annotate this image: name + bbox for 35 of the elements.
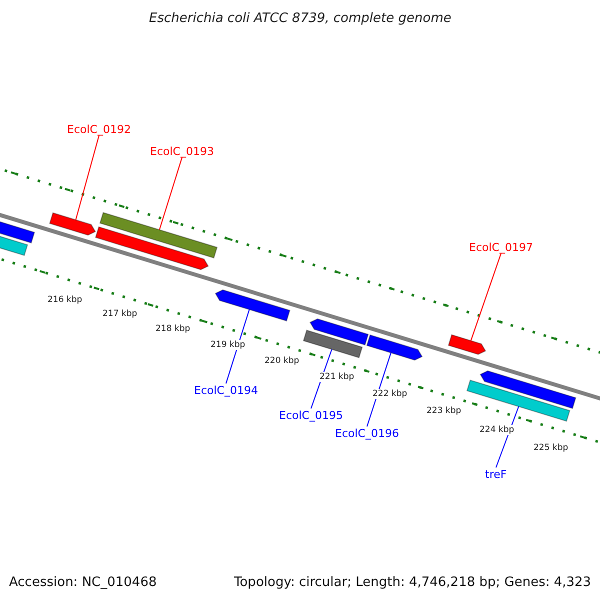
- gene-bar: [99, 212, 218, 258]
- gene-label: EcolC_0193: [150, 146, 214, 156]
- scale-label: 219 kbp: [210, 340, 246, 350]
- leader-line: [158, 157, 182, 230]
- accession-text: Accession: NC_010468: [9, 576, 157, 588]
- scale-label: 224 kbp: [478, 424, 516, 435]
- genome-summary-text: Topology: circular; Length: 4,746,218 bp; Genes: 4,323: [234, 576, 592, 588]
- gene-label: EcolC_0197: [469, 242, 533, 252]
- leader-line: [226, 309, 250, 384]
- gene-block: [214, 289, 290, 322]
- gene-block: [448, 334, 486, 355]
- gene-label: treF: [485, 468, 507, 480]
- scale-label: 218 kbp: [154, 324, 192, 334]
- scale-label: 216 kbp: [46, 294, 84, 305]
- gene-block: [366, 334, 423, 361]
- leader-line: [75, 135, 100, 220]
- scale-label: 222 kbp: [372, 388, 408, 399]
- scale-label: 220 kbp: [264, 356, 300, 366]
- gene-block: [309, 318, 369, 346]
- gene-block: [95, 226, 209, 270]
- gene-bar: [302, 330, 363, 358]
- gene-bar: [466, 380, 570, 422]
- scale-label: 217 kbp: [102, 308, 138, 319]
- scale-label: 223 kbp: [426, 406, 462, 416]
- scale-label: 225 kbp: [532, 442, 570, 453]
- gene-label: EcolC_0195: [279, 410, 343, 420]
- leader-line: [470, 253, 502, 342]
- scale-label: 221 kbp: [318, 372, 356, 382]
- gene-label: EcolC_0196: [335, 428, 399, 438]
- gene-label: EcolC_0192: [67, 124, 131, 134]
- leader-line: [366, 352, 392, 427]
- gene-block: [480, 370, 576, 409]
- title: Escherichia coli ATCC 8739, complete genome: [149, 12, 452, 24]
- gene-block: [49, 212, 96, 236]
- gene-label: EcolC_0194: [194, 384, 258, 396]
